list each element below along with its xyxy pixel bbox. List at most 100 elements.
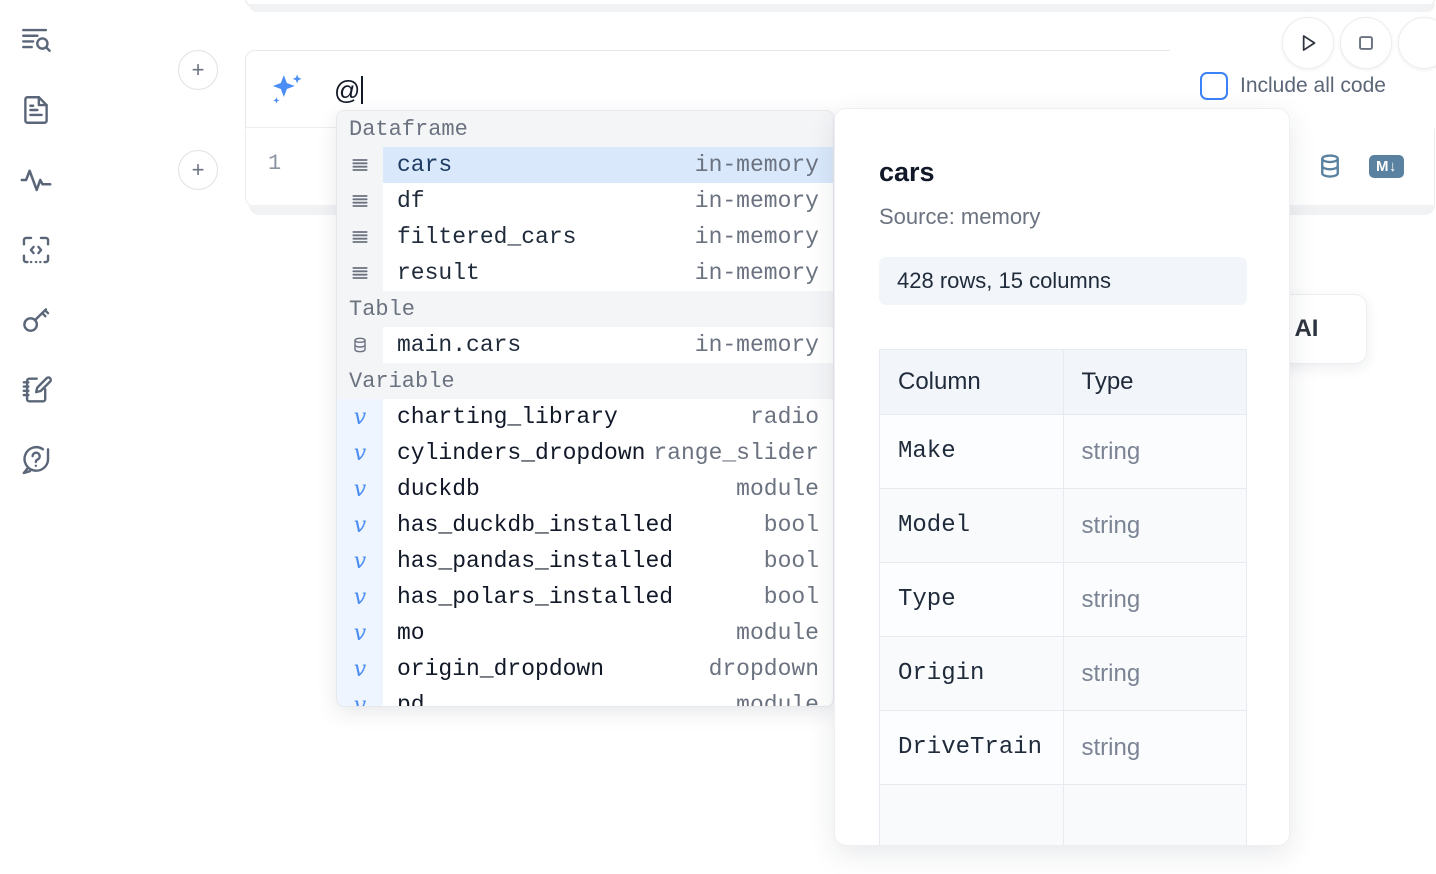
table-icon — [337, 327, 383, 363]
details-panel: cars Source: memory 428 rows, 15 columns… — [834, 108, 1290, 846]
text-caret — [361, 76, 364, 104]
dataframe-icon — [337, 219, 383, 255]
autocomplete-item-name: cylinders_dropdown — [397, 440, 646, 466]
dataframe-icon — [337, 183, 383, 219]
autocomplete-item-type: range_slider — [653, 440, 819, 466]
stop-button[interactable] — [1340, 17, 1392, 69]
details-source: Source: memory — [879, 204, 1041, 229]
autocomplete-item-name: duckdb — [397, 476, 480, 502]
autocomplete-item-type: in-memory — [694, 332, 819, 358]
autocomplete-group-header: Table — [337, 291, 833, 327]
details-title: cars — [879, 157, 935, 187]
table-cell-column: Type — [879, 562, 1064, 637]
autocomplete-item-type: in-memory — [694, 260, 819, 286]
variable-icon: v — [337, 399, 383, 435]
table-cell-type: string — [1062, 636, 1247, 711]
autocomplete-item-type: radio — [749, 404, 819, 430]
autocomplete-item-name: has_duckdb_installed — [397, 512, 674, 538]
autocomplete-item[interactable]: v origin_dropdown dropdown — [337, 651, 833, 687]
variable-icon: v — [337, 543, 383, 579]
autocomplete-item-type: module — [736, 692, 819, 707]
cell-action-buttons — [1282, 17, 1436, 69]
code-snippet-icon[interactable] — [14, 228, 58, 272]
autocomplete-item-type: module — [736, 476, 819, 502]
autocomplete-item-name: df — [397, 188, 425, 214]
autocomplete-group-header: Dataframe — [337, 111, 833, 147]
chat-help-icon[interactable] — [14, 438, 58, 482]
table-row — [879, 784, 1247, 845]
variable-icon: v — [337, 579, 383, 615]
key-icon[interactable] — [14, 298, 58, 342]
table-cell-type: string — [1062, 562, 1247, 637]
autocomplete-item-type: bool — [763, 584, 819, 610]
table-cell-column: Make — [879, 414, 1064, 489]
autocomplete-group-header: Variable — [337, 363, 833, 399]
ai-prompt-value: @ — [334, 74, 361, 105]
scratchpad-edit-icon[interactable] — [14, 368, 58, 412]
add-cell-below-button[interactable]: + — [178, 150, 218, 190]
autocomplete-item[interactable]: main.cars in-memory — [337, 327, 833, 363]
variable-icon: v — [337, 615, 383, 651]
ai-sparkle-icon — [268, 71, 306, 109]
ai-prompt-input[interactable]: @ — [334, 69, 364, 111]
table-cell-type: string — [1062, 710, 1247, 785]
table-cell-type: string — [1062, 414, 1247, 489]
autocomplete-item-name: pd — [397, 692, 425, 707]
add-cell-above-button[interactable]: + — [178, 50, 218, 90]
details-shape-badge: 428 rows, 15 columns — [879, 257, 1247, 305]
autocomplete-item-type: in-memory — [694, 152, 819, 178]
dataframe-icon — [337, 147, 383, 183]
previous-cell-shadow — [249, 4, 1435, 12]
include-all-code-checkbox[interactable] — [1200, 72, 1228, 100]
table-cell-column: DriveTrain — [879, 710, 1064, 785]
variable-icon: v — [337, 471, 383, 507]
line-number: 1 — [268, 151, 282, 176]
autocomplete-item-name: mo — [397, 620, 425, 646]
include-all-code-toggle[interactable]: Include all code — [1200, 72, 1386, 100]
autocomplete-item-name: has_polars_installed — [397, 584, 674, 610]
autocomplete-item-name: origin_dropdown — [397, 656, 605, 682]
markdown-badge[interactable]: M↓ — [1369, 154, 1404, 178]
table-cell-type — [1062, 784, 1247, 845]
autocomplete-item-type: in-memory — [694, 188, 819, 214]
dataframe-icon — [337, 255, 383, 291]
autocomplete-item-name: main.cars — [397, 332, 522, 358]
variable-icon: v — [337, 651, 383, 687]
file-document-icon[interactable] — [14, 88, 58, 132]
variable-icon: v — [337, 507, 383, 543]
table-cell-type: string — [1062, 488, 1247, 563]
run-button[interactable] — [1282, 17, 1334, 69]
autocomplete-item[interactable]: v has_duckdb_installed bool — [337, 507, 833, 543]
autocomplete-item[interactable]: v has_polars_installed bool — [337, 579, 833, 615]
autocomplete-item[interactable]: v cylinders_dropdown range_slider — [337, 435, 833, 471]
outline-search-icon[interactable] — [14, 18, 58, 62]
database-icon[interactable] — [1315, 151, 1345, 181]
variable-icon: v — [337, 435, 383, 471]
activity-pulse-icon[interactable] — [14, 158, 58, 202]
table-cell-column: Origin — [879, 636, 1064, 711]
autocomplete-item-type: dropdown — [708, 656, 819, 682]
left-icon-rail — [0, 0, 72, 874]
table-cell-column — [879, 784, 1064, 845]
autocomplete-item-type: bool — [763, 512, 819, 538]
more-actions-button[interactable] — [1398, 17, 1436, 69]
autocomplete-item[interactable]: df in-memory — [337, 183, 833, 219]
